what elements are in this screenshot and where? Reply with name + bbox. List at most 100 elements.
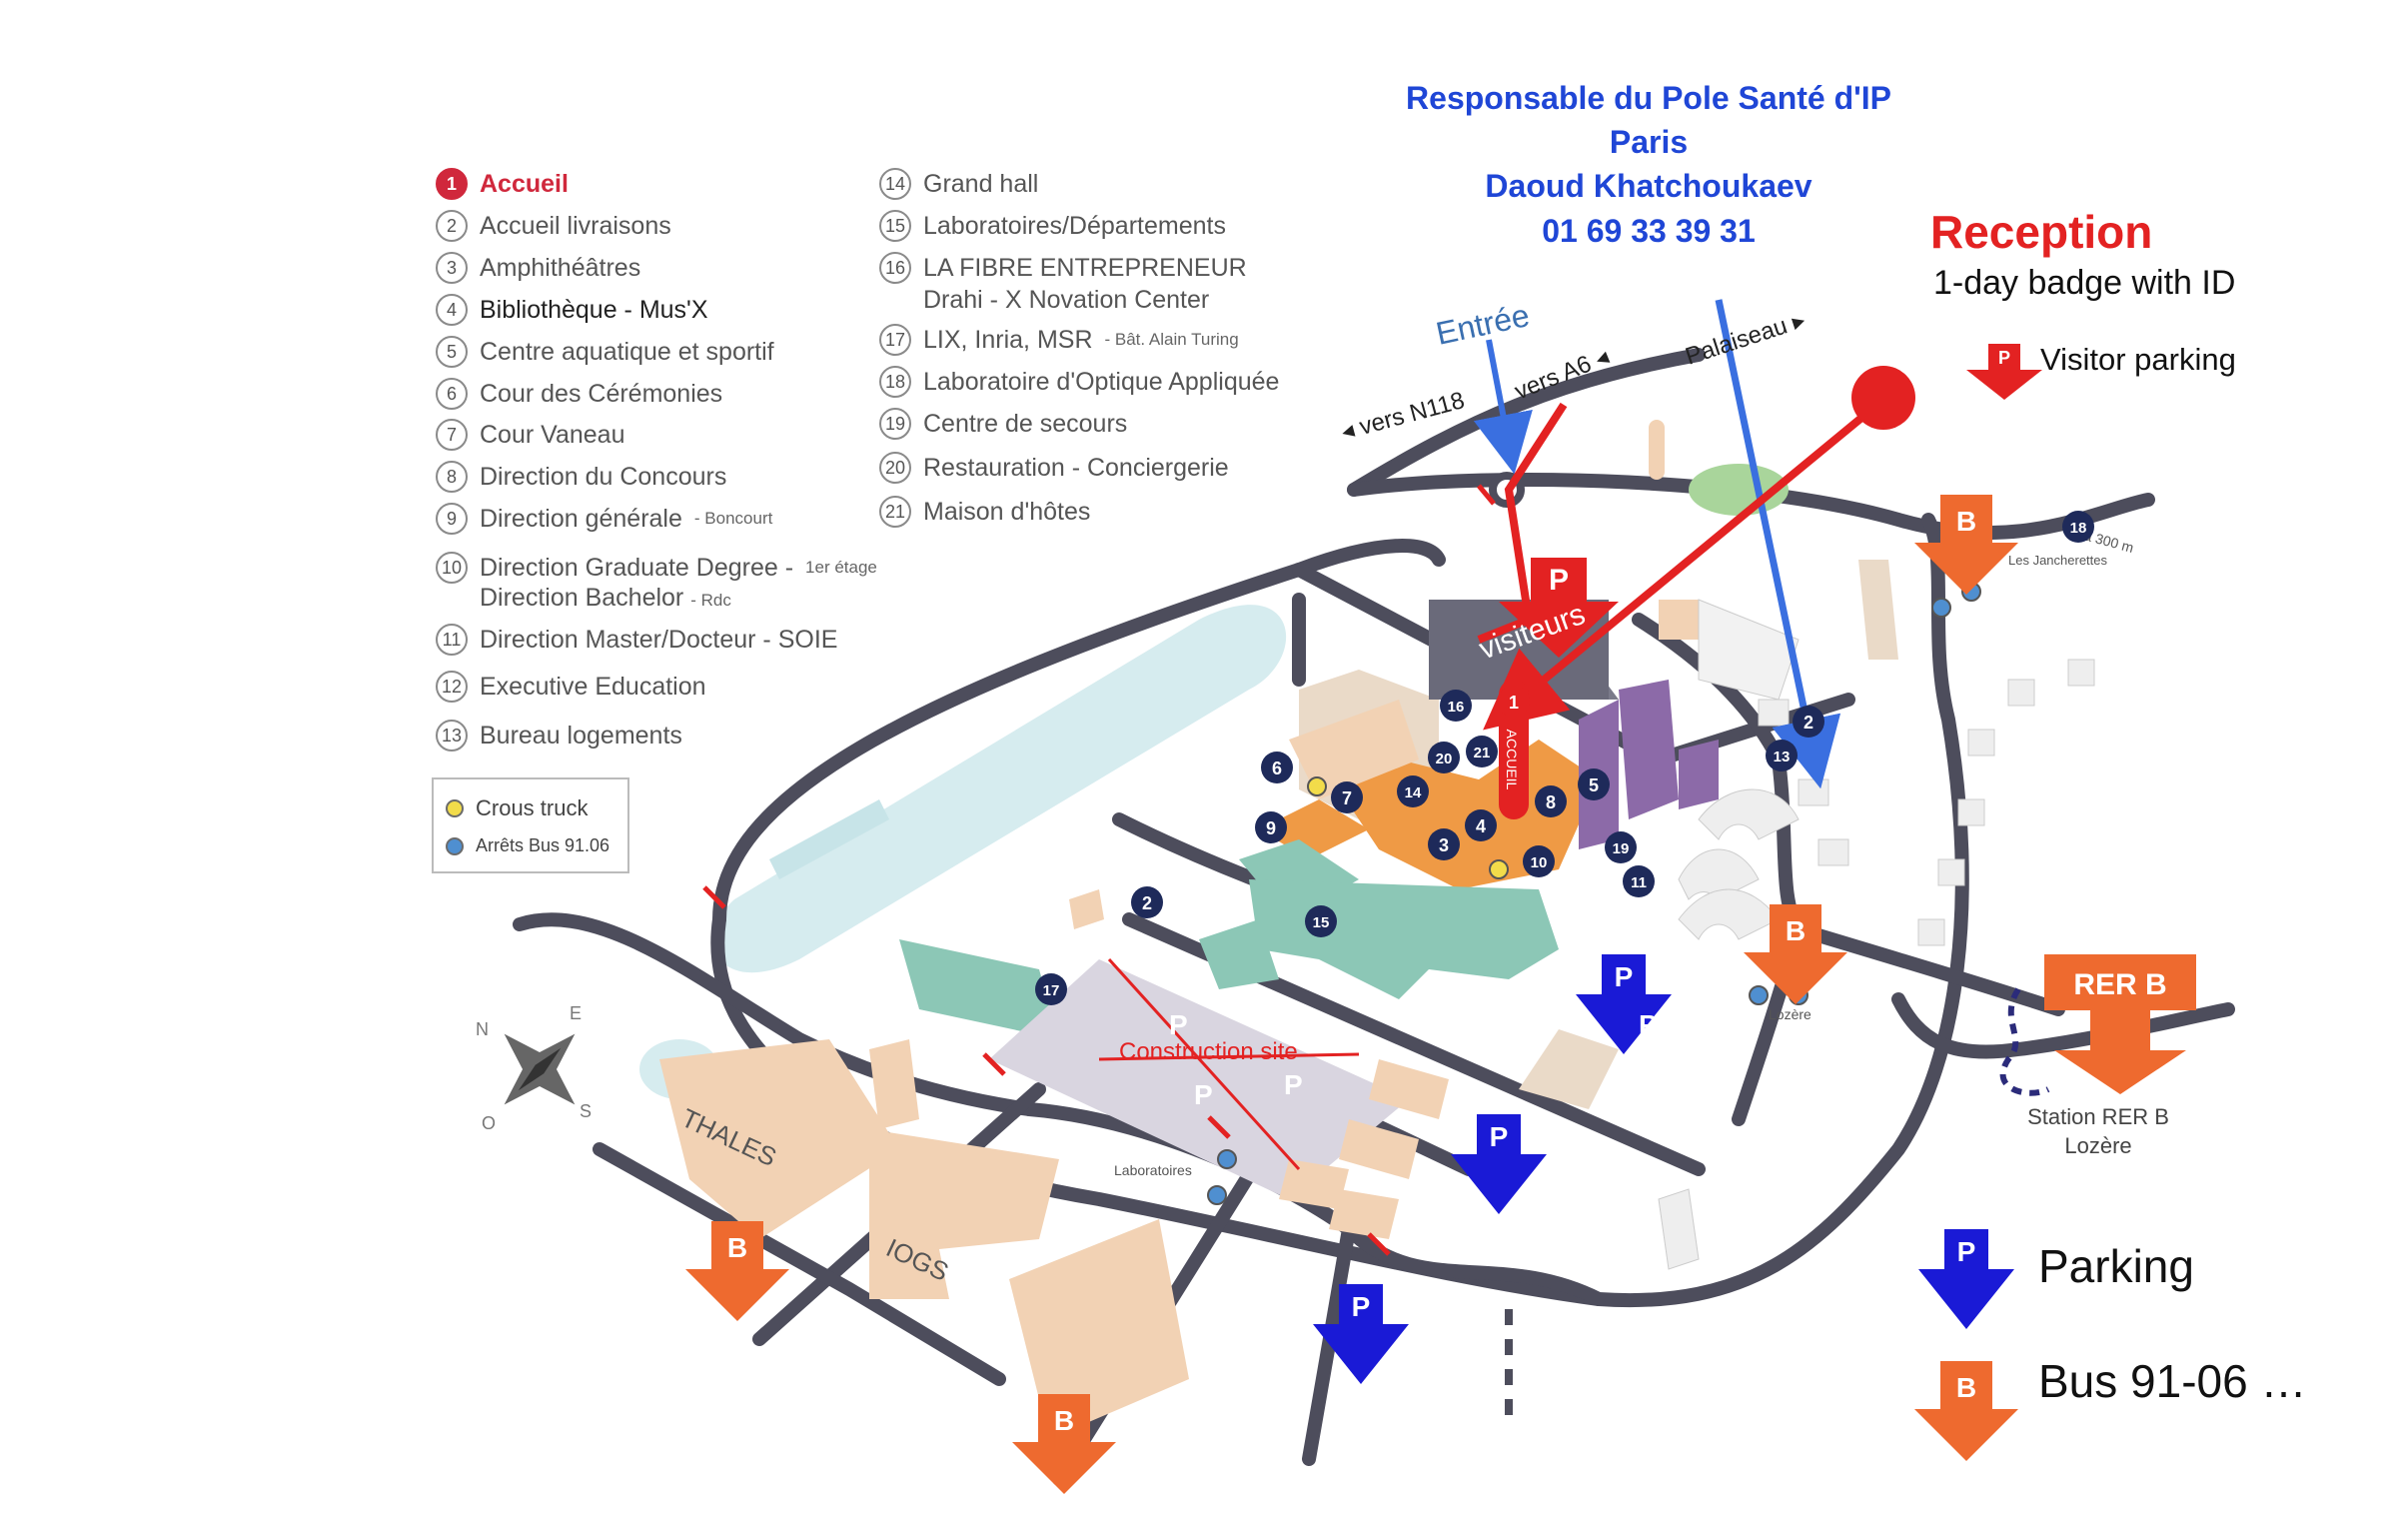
building-marker-19: 19	[1605, 831, 1637, 863]
legend-number: 16	[879, 252, 911, 284]
parking-arrow-1: P	[1576, 954, 1672, 1054]
legend-label: Direction générale	[480, 504, 682, 533]
lot-p: P	[1194, 1079, 1213, 1110]
marker-number: 1	[1509, 693, 1519, 713]
building-marker-1: 1	[1498, 686, 1530, 718]
parking-key-arrow: P	[1918, 1229, 2014, 1329]
legend-label: Accueil	[480, 169, 569, 198]
legend-number: 19	[879, 408, 911, 440]
contact-line-3: Daoud Khatchoukaev	[1485, 168, 1812, 204]
parking-arrow-3: P	[1313, 1284, 1409, 1384]
bus-arrow-3: B	[685, 1221, 789, 1321]
marker-number: 8	[1546, 792, 1556, 812]
parking-key-label: Parking	[2038, 1240, 2194, 1292]
visitor-parking-arrow-map: P	[1499, 558, 1619, 658]
legend-number: 21	[879, 496, 911, 528]
bus-letter: B	[1054, 1405, 1074, 1436]
compass-s: S	[580, 1101, 592, 1121]
legend-item: 18 Laboratoire d'Optique Appliquée	[879, 366, 1279, 398]
legend-label: Bibliothèque - Mus'X	[480, 295, 708, 324]
compass-o: O	[482, 1113, 496, 1133]
legend-label: Cour Vaneau	[480, 420, 625, 449]
building-marker-15: 15	[1305, 905, 1337, 937]
station-label-2: Lozère	[2064, 1133, 2131, 1158]
map-key-box: Crous truck Arrêts Bus 91.06	[432, 777, 629, 873]
marker-number: 16	[1448, 699, 1465, 716]
bus-arrow-2: B	[1744, 904, 1847, 1004]
legend-label: Cour des Cérémonies	[480, 379, 723, 408]
legend-note: - Bât. Alain Turing	[1104, 330, 1239, 349]
contact-line-4: 01 69 33 39 31	[1542, 213, 1756, 249]
building-marker-9: 9	[1255, 811, 1287, 843]
legend-label: Laboratoire d'Optique Appliquée	[923, 367, 1280, 396]
rer-track	[1999, 987, 2050, 1096]
entree-label: Entrée	[1433, 297, 1533, 352]
legend-item: 20 Restauration - Conciergerie	[879, 452, 1229, 484]
building-marker-18: 18	[2062, 511, 2094, 543]
accueil-vertical-label: ACCUEIL	[1504, 730, 1520, 790]
building-marker-20: 20	[1428, 742, 1460, 773]
construction-cross	[1098, 957, 1360, 1171]
contact-line-2: Paris	[1609, 124, 1689, 160]
legend-number: 18	[879, 366, 911, 398]
legend-number: 20	[879, 452, 911, 484]
building-marker-13: 13	[1766, 740, 1798, 771]
legend-number: 6	[436, 378, 468, 410]
legend-sub-item: Drahi - X Novation Center	[923, 286, 1210, 314]
legend-label: LIX, Inria, MSR	[923, 325, 1093, 354]
legend-number: 9	[436, 503, 468, 535]
bus-letter: B	[1786, 915, 1806, 946]
legend-label: Grand hall	[923, 169, 1039, 198]
legend-item: 9 Direction générale - Boncourt	[436, 503, 772, 535]
legend-label: Restauration - Conciergerie	[923, 453, 1229, 482]
legend-note: 1er étage	[805, 558, 877, 577]
building-marker-2a: 2	[1131, 886, 1163, 918]
building-marker-5: 5	[1578, 768, 1610, 800]
visitor-parking-key-arrow: P	[1966, 344, 2042, 400]
legend-label: Accueil livraisons	[480, 211, 671, 240]
legend-item: 19 Centre de secours	[879, 408, 1127, 440]
building-marker-14: 14	[1397, 775, 1429, 807]
lot-p: P	[1284, 1069, 1303, 1100]
legend-label: Maison d'hôtes	[923, 497, 1091, 526]
station-label-1: Station RER B	[2027, 1104, 2169, 1129]
building-marker-17: 17	[1035, 973, 1067, 1005]
marker-number: 11	[1631, 874, 1647, 891]
legend-number: 10	[436, 552, 468, 584]
lot-p: P	[1639, 1009, 1658, 1040]
marker-number: 6	[1272, 758, 1282, 778]
marker-number: 2	[1142, 893, 1152, 913]
legend-number: 13	[436, 720, 468, 752]
legend-label: Centre de secours	[923, 409, 1128, 438]
building-marker-2b: 2	[1793, 706, 1824, 738]
compass-rose	[504, 1033, 576, 1105]
building-marker-21: 21	[1466, 736, 1498, 767]
marker-number: 17	[1043, 982, 1060, 999]
bus-arrow-1: B	[1914, 495, 2018, 595]
parking-letter: P	[1957, 1236, 1976, 1267]
parking-letter: P	[1352, 1291, 1371, 1322]
crous-dot-icon	[446, 799, 464, 817]
p-markers-on-lots: P P P P	[1169, 1009, 1658, 1110]
parking-letter: P	[1549, 564, 1569, 597]
bus-arrow-4: B	[1012, 1394, 1116, 1494]
marker-number: 5	[1589, 775, 1599, 795]
legend-number: 5	[436, 336, 468, 368]
parking-letter: P	[1998, 348, 2010, 368]
legend-label: Direction du Concours	[480, 462, 727, 491]
marker-number: 9	[1266, 818, 1276, 838]
marker-number: 14	[1405, 784, 1422, 801]
access-route	[1477, 402, 1568, 644]
legend-label: Centre aquatique et sportif	[480, 337, 774, 366]
marker-number: 10	[1531, 854, 1548, 871]
marker-number: 3	[1439, 835, 1449, 855]
legend-note: - Boncourt	[693, 509, 773, 528]
marker-number: 13	[1774, 749, 1791, 765]
bus-stop-dot-icon	[446, 836, 464, 855]
